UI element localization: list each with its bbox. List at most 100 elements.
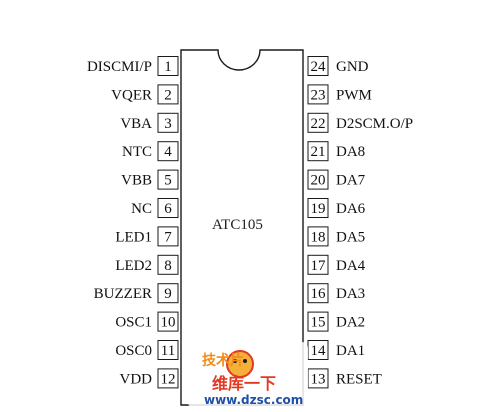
pin-box [307,169,329,190]
pin-box [307,112,329,133]
pin-16: 16 DA3 [307,283,365,304]
pin-box [307,311,329,332]
pin-label: VBA [120,116,152,132]
pin-label: DISCMI/P [87,59,152,75]
pin-3: 3 VBA [120,112,179,133]
pin-18: 18 DA5 [307,226,365,247]
pin-box [307,226,329,247]
pin-label: DA1 [336,343,365,359]
pin-24: 24 GND [307,56,369,76]
pin-number: 1 [164,59,172,75]
pin-5: 5 VBB [121,169,179,190]
pin-21: 21 DA8 [307,141,365,162]
pin-box [307,254,329,275]
pin-label: BUZZER [94,286,152,302]
pin-number: 12 [161,371,176,387]
pin-6: 6 NC [131,198,179,218]
pin-number: 2 [164,87,172,103]
pin-number: 22 [311,116,326,132]
pin-box [157,169,179,190]
pin-number: 18 [311,229,326,245]
watermark-line2: 维库一下 [212,374,276,393]
pin-19: 19 DA6 [307,198,366,218]
pin-number: 19 [311,201,326,217]
pin-label: PWM [336,87,372,103]
pin-label: DA8 [336,144,365,160]
pin-label: NC [131,201,152,217]
chip-name: ATC105 [212,217,263,233]
pin-9: 9 BUZZER [94,283,179,304]
pin-11: 11 OSC0 [115,340,179,360]
pin-number: 11 [161,343,175,359]
pin-label: VDD [120,371,153,387]
pin-box [307,198,329,218]
pin-box [157,311,179,332]
pin-number: 8 [164,258,172,274]
pin-box [157,368,179,389]
pin-label: DA2 [336,315,365,331]
pin-box [157,56,179,76]
watermark-mascot-icon [226,350,254,378]
pin-box [307,56,329,76]
pin-10: 10 OSC1 [115,311,179,332]
pin-label: OSC1 [115,315,152,331]
pin-box [157,340,179,360]
watermark-url: www.dzsc.com [204,393,303,407]
pin-number: 21 [311,144,326,160]
watermark-mascot-eye-icon [243,359,247,363]
pin-label: DA4 [336,258,366,274]
pin-box [157,254,179,275]
pin-number: 9 [164,286,172,302]
pin-label: VQER [111,87,152,103]
pin-number: 3 [164,116,172,132]
pin-label: RESET [336,371,382,387]
pin-14: 14 DA1 [307,340,365,360]
pin-13: 13 RESET [307,368,382,389]
pin-label: DA5 [336,229,365,245]
pin-box [307,283,329,304]
watermark-line1: 技术片 [202,352,244,369]
pin-number: 16 [311,286,327,302]
chip-package: ATC105 [180,49,304,406]
pin-box [157,112,179,133]
pin-17: 17 DA4 [307,254,366,275]
pin-box [157,283,179,304]
pin-number: 6 [164,201,172,217]
pin-label: DA6 [336,201,366,217]
pin-label: OSC0 [115,343,152,359]
pin-label: LED1 [115,229,152,245]
pin-box [157,141,179,162]
pin-box [157,84,179,105]
pin-22: 22 D2SCM.O/P [307,112,413,133]
pin-4: 4 NTC [122,141,179,162]
pin-label: D2SCM.O/P [336,116,413,132]
pin-box [157,198,179,218]
watermark-mascot-eye-icon [233,359,237,363]
pin-15: 15 DA2 [307,311,365,332]
pin-box [307,84,329,105]
pin-1: 1 DISCMI/P [87,56,179,76]
chip-body [180,49,304,406]
pin-number: 5 [164,173,172,189]
pin-number: 13 [311,371,326,387]
pin-number: 14 [311,343,327,359]
pin-number: 17 [311,258,327,274]
pin-number: 10 [161,315,176,331]
pin-number: 15 [311,315,326,331]
pin-label: GND [336,59,369,75]
pin-number: 24 [311,59,327,75]
pin-number: 4 [164,144,172,160]
pin-2: 2 VQER [111,84,179,105]
pin-label: NTC [122,144,152,160]
watermark-logo: 技术片 维库一下 www.dzsc.com [188,342,308,408]
pin-label: DA7 [336,173,366,189]
pin-label: VBB [121,173,152,189]
pin-label: DA3 [336,286,365,302]
